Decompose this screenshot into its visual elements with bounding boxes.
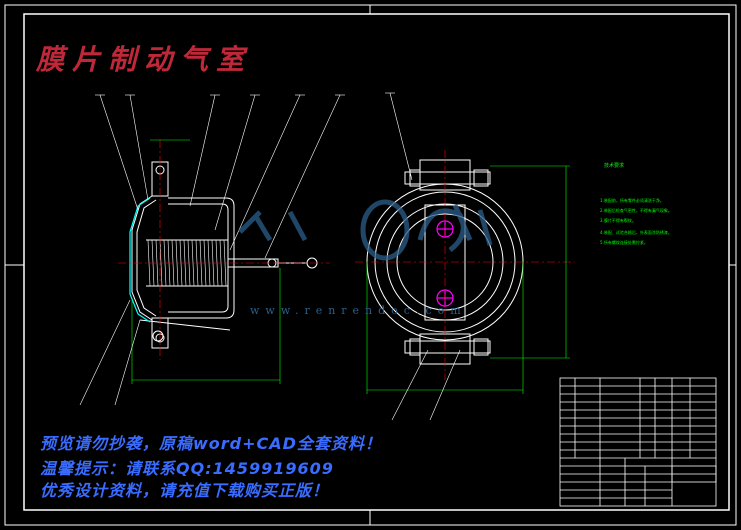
- return-spring: [146, 239, 228, 287]
- inner-frame: [23, 13, 730, 511]
- dimension-left: [131, 139, 281, 384]
- spring-coil: [211, 239, 215, 287]
- mounting-plate: [424, 204, 466, 321]
- leader-lines-right: [385, 92, 461, 421]
- clamp-bolt-top: [404, 171, 491, 185]
- watermark-line-2: 温馨提示：请联系QQ:1459919609: [40, 459, 334, 478]
- nut-bottom-left: [409, 338, 421, 356]
- tech-note: 3.膜片不得有裂纹。: [600, 218, 636, 223]
- watermark-logo: [238, 199, 493, 261]
- tech-note: 5.所有螺纹连接处需拧紧。: [600, 240, 648, 245]
- watermark-line-1: 预览请勿抄袭，原稿word+CAD全套资料！: [40, 434, 382, 453]
- leader-lines-left: [79, 94, 345, 406]
- tech-note: 4.装配、试验合格后，外表面涂防锈漆。: [600, 230, 672, 235]
- spring-coil: [179, 239, 183, 287]
- clamp-bolt-bottom: [404, 340, 491, 354]
- spring-coil: [195, 239, 199, 287]
- spring-coil: [147, 239, 151, 287]
- tech-note: 1.装配前，所有零件必须清洗干净。: [600, 198, 664, 203]
- watermark-url: www.renrendoc.com: [250, 304, 467, 317]
- housing-inner: [168, 203, 229, 313]
- spring-coil: [163, 239, 167, 287]
- watermark-line-3: 优秀设计资料，请充值下载购买正版！: [40, 481, 330, 500]
- nut-top-left: [409, 169, 421, 187]
- tech-requirements-title: 技术要求: [604, 163, 625, 169]
- dimension-right: [366, 165, 570, 394]
- nut-top-right: [473, 169, 489, 187]
- housing-bottom-line: [139, 319, 231, 331]
- housing-outline: [168, 197, 235, 319]
- title-block-name-cell: [671, 465, 717, 483]
- diaphragm: [129, 197, 151, 323]
- nut-bottom-right: [473, 338, 489, 356]
- cover-shell-inner: [136, 199, 157, 317]
- tech-note: 2.装配后检查气密性，不得有漏气现象。: [600, 208, 672, 213]
- drawing-title: 膜片制动气室: [36, 43, 253, 76]
- title-block: [559, 377, 717, 507]
- inlet-fitting: [152, 330, 164, 342]
- section-view: [131, 161, 318, 349]
